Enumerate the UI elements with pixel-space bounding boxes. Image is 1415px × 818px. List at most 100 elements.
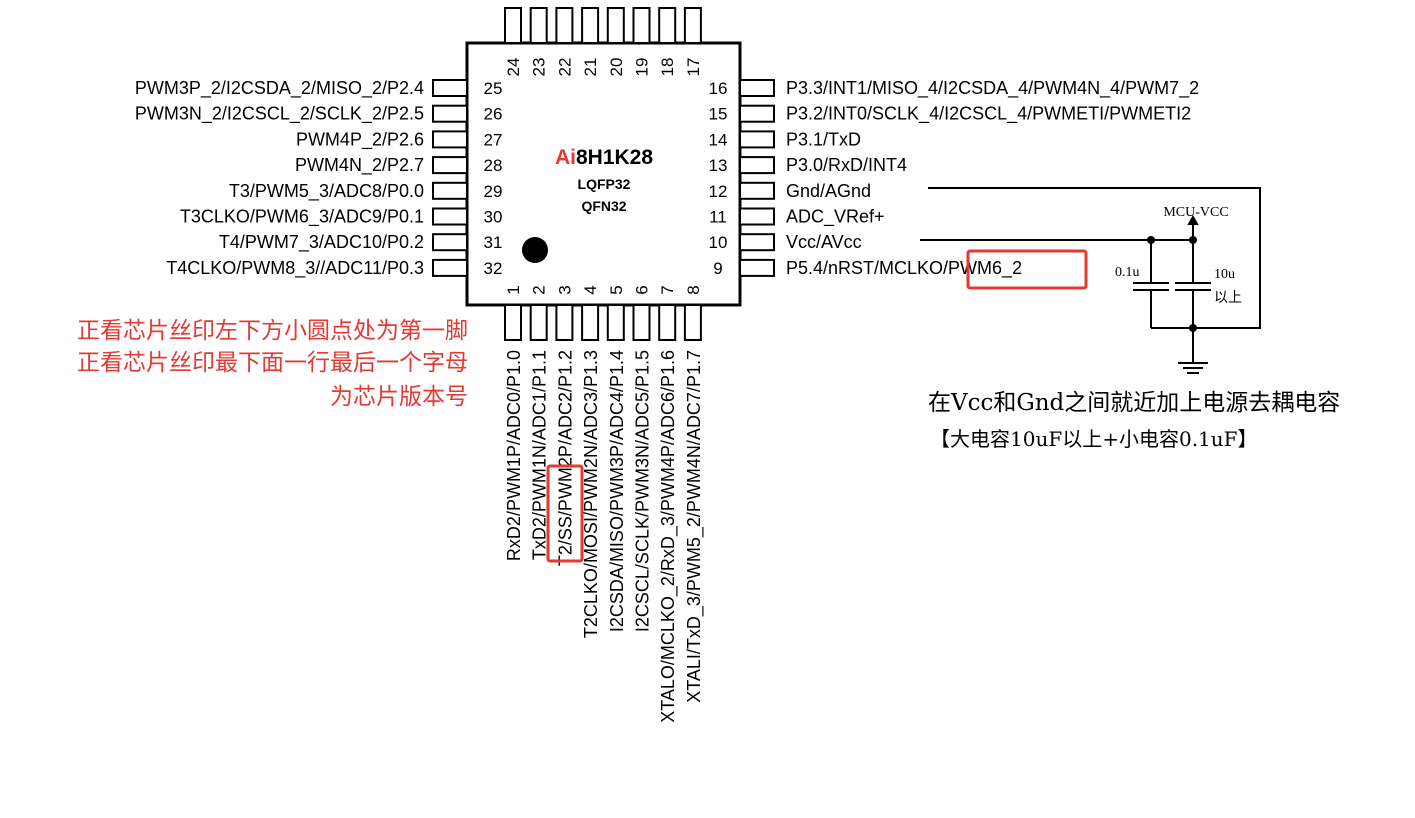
pin-stub-18 <box>658 7 677 44</box>
pin-stub-11 <box>739 207 775 226</box>
junction-dot-3 <box>1189 324 1197 332</box>
pin-label-29: T3/PWM5_3/ADC8/P0.0 <box>229 181 424 202</box>
pin-number-11: 11 <box>709 208 727 227</box>
pin-label-3: T2/SS/PWM2P/ADC2/P1.2 <box>555 350 575 566</box>
pin-stub-31 <box>432 233 468 252</box>
pin-stub-6 <box>632 304 651 341</box>
chip-package-lqfp: LQFP32 <box>578 176 631 192</box>
pin-stub-10 <box>739 233 775 252</box>
chip-package-qfn: QFN32 <box>581 198 626 214</box>
highlight-box-pwm2p <box>546 464 584 563</box>
pin-stub-13 <box>739 156 775 175</box>
pin-number-22: 22 <box>555 58 574 77</box>
pin-number-23: 23 <box>530 58 549 77</box>
pin-number-19: 19 <box>633 58 652 77</box>
note-red-line3: 为芯片版本号 <box>330 384 468 410</box>
highlight-box-pwm6-2 <box>966 249 1088 290</box>
pin-number-28: 28 <box>484 156 503 175</box>
chip-name-rest: 8H1K28 <box>576 146 653 169</box>
pin-stub-22 <box>555 7 574 44</box>
pin-label-13: P3.0/RxD/INT4 <box>786 155 907 175</box>
pin-number-21: 21 <box>581 58 600 77</box>
pin-number-5: 5 <box>607 285 626 294</box>
pin-label-16: P3.3/INT1/MISO_4/I2CSDA_4/PWM4N_4/PWM7_2 <box>786 78 1199 99</box>
pin-number-2: 2 <box>530 285 549 294</box>
vcc-arrow-head <box>1187 214 1199 225</box>
pin-label-14: P3.1/TxD <box>786 129 861 149</box>
pin-number-6: 6 <box>633 285 652 294</box>
pin-stub-17 <box>683 7 702 44</box>
pin-stub-8 <box>683 304 702 341</box>
gnd-wire <box>928 187 1261 329</box>
pin-label-32: T4CLKO/PWM8_3//ADC11/P0.3 <box>166 258 424 279</box>
vcc-net-label: MCU-VCC <box>1163 205 1228 220</box>
pin-stub-28 <box>432 156 468 175</box>
pin-label-25: PWM3P_2/I2CSDA_2/MISO_2/P2.4 <box>135 78 424 99</box>
pin-label-26: PWM3N_2/I2CSCL_2/SCLK_2/P2.5 <box>135 104 424 125</box>
pin-stub-29 <box>432 181 468 200</box>
pin-stub-30 <box>432 207 468 226</box>
pin-label-12: Gnd/AGnd <box>786 181 871 201</box>
pin-number-13: 13 <box>709 156 728 175</box>
pin-stub-27 <box>432 130 468 149</box>
pin-stub-3 <box>555 304 574 341</box>
pin-number-10: 10 <box>709 233 728 252</box>
pin-stub-2 <box>529 304 548 341</box>
cap-large-note: 以上 <box>1214 290 1242 306</box>
pin-label-1: RxD2/PWM1P/ADC0/P1.0 <box>504 350 524 561</box>
pin-number-17: 17 <box>684 58 703 77</box>
pin-stub-32 <box>432 258 468 277</box>
pin-number-9: 9 <box>713 259 722 278</box>
junction-dot-2 <box>1189 236 1197 244</box>
pin-label-8: XTALI/TxD_3/PWM5_2/PWM4N/ADC7/P1.7 <box>684 350 705 703</box>
pin-stub-19 <box>632 7 651 44</box>
pin-label-28: PWM4N_2/P2.7 <box>295 155 424 176</box>
pin-number-26: 26 <box>484 105 503 124</box>
pin-stub-15 <box>739 104 775 123</box>
pins-left: PWM3P_2/I2CSDA_2/MISO_2/P2.4 25PWM3N_2/I2… <box>135 78 503 279</box>
junction-dot-1 <box>1147 236 1155 244</box>
pin-number-4: 4 <box>581 285 600 294</box>
pin-label-27: PWM4P_2/P2.6 <box>296 129 424 150</box>
chip-body <box>465 41 742 307</box>
pin-label-30: T3CLKO/PWM6_3/ADC9/P0.1 <box>180 207 424 228</box>
pin-stub-20 <box>606 7 625 44</box>
pin-label-7: XTALO/MCLKO_2/RxD_3/PWM4P/ADC6/P1.6 <box>658 350 679 723</box>
pin-label-15: P3.2/INT0/SCLK_4/I2CSCL_4/PWMETI/PWMETI2 <box>786 104 1191 125</box>
pin-stub-24 <box>504 7 522 44</box>
pin-number-25: 25 <box>484 79 503 98</box>
pin-number-30: 30 <box>484 208 503 227</box>
note-red-line2: 正看芯片丝印最下面一行最后一个字母 <box>77 350 468 376</box>
pin-stub-1 <box>504 304 522 341</box>
pin-label-10: Vcc/AVcc <box>786 232 862 252</box>
pin-stub-23 <box>529 7 548 44</box>
pin-number-15: 15 <box>709 105 728 124</box>
pin-number-3: 3 <box>555 285 574 294</box>
note-black-line1: 在Vcc和Gnd之间就近加上电源去耦电容 <box>928 390 1340 416</box>
note-red-line1: 正看芯片丝印左下方小圆点处为第一脚 <box>77 318 468 344</box>
pin-stub-12 <box>739 181 775 200</box>
pin-number-29: 29 <box>484 182 503 201</box>
pin-number-7: 7 <box>658 285 677 294</box>
note-black-line2: 【大电容10uF以上+小电容0.1uF】 <box>930 427 1258 451</box>
pins-bottom: 1RxD2/PWM1P/ADC0/P1.02TxD2/PWM1N/ADC1/P1… <box>504 285 705 723</box>
pin-stub-16 <box>739 79 775 97</box>
pin-number-1: 1 <box>504 285 523 294</box>
pin-stub-25 <box>432 79 468 97</box>
pin-number-12: 12 <box>709 182 728 201</box>
pin-stub-5 <box>606 304 625 341</box>
pin-label-4: T2CLKO/MOSI/PWM2N/ADC3/P1.3 <box>581 350 601 638</box>
pin-stub-4 <box>581 304 600 341</box>
pin-label-11: ADC_VRef+ <box>786 207 885 228</box>
pin-stub-7 <box>658 304 677 341</box>
pins-right: P3.3/INT1/MISO_4/I2CSDA_4/PWM4N_4/PWM7_2… <box>709 78 1200 279</box>
pin-stub-21 <box>581 7 600 44</box>
cap-small-label: 0.1u <box>1115 265 1140 280</box>
pin-number-20: 20 <box>607 58 626 77</box>
pin-label-9: P5.4/nRST/MCLKO/PWM6_2 <box>786 258 1022 279</box>
pin-number-14: 14 <box>709 130 728 149</box>
pin1-indicator-dot <box>522 237 548 263</box>
pin-number-27: 27 <box>484 130 503 149</box>
